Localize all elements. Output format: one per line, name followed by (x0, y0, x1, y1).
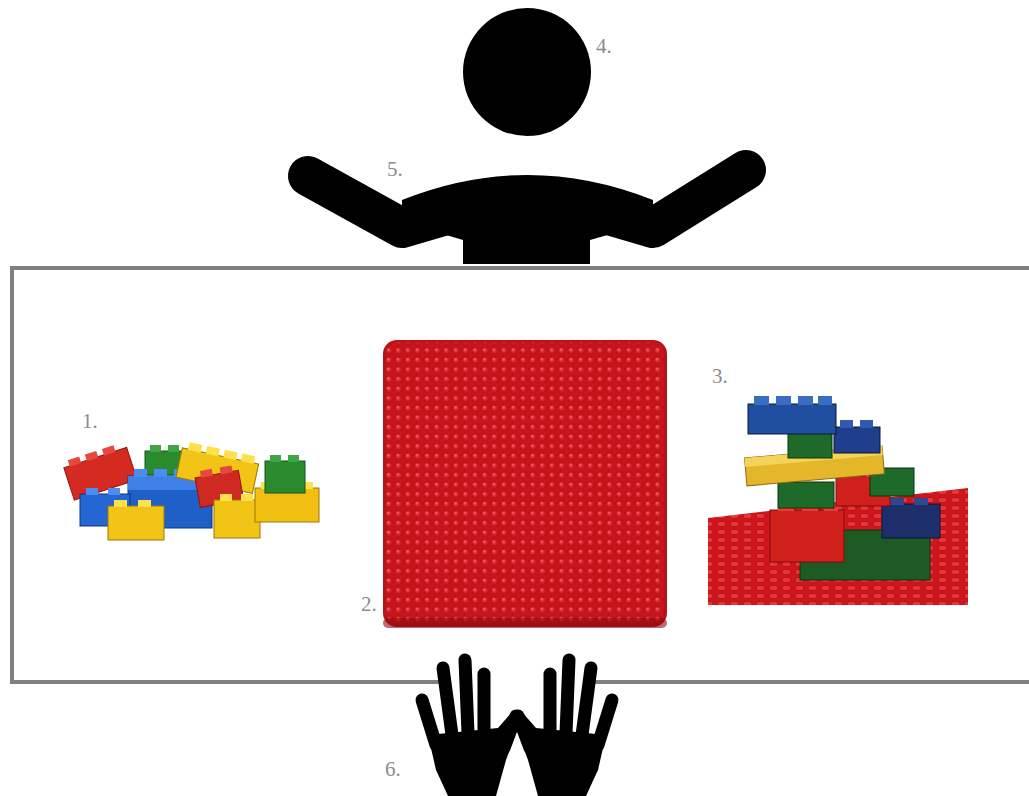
brick (108, 500, 164, 540)
built-model (708, 396, 968, 605)
callout-number: 2. (361, 594, 377, 615)
brick (265, 455, 305, 493)
callout-number: 4. (596, 36, 612, 57)
hand-finger (422, 700, 436, 745)
hand-finger (478, 674, 491, 735)
brick (770, 502, 844, 562)
hand-finger (598, 700, 612, 745)
hand-finger (443, 668, 452, 735)
brick-pile (62, 441, 319, 540)
brick (214, 494, 260, 538)
brick (62, 442, 137, 500)
hand-finger (566, 660, 569, 733)
brick (748, 396, 836, 434)
hand-finger (544, 674, 557, 735)
hand-finger (465, 660, 468, 733)
table-outline (12, 268, 1029, 682)
hand-finger (582, 668, 591, 735)
baseplate-shadow (383, 618, 667, 628)
right-hand (514, 660, 612, 796)
hands (422, 660, 612, 796)
callout-number: 3. (712, 366, 728, 387)
brick (778, 482, 834, 508)
person-head (463, 8, 591, 136)
baseplate (383, 340, 667, 628)
person-figure (308, 8, 746, 264)
baseplate-studs (386, 342, 664, 623)
brick (834, 420, 880, 453)
hand-thumb (518, 716, 530, 748)
callout-number: 1. (82, 411, 98, 432)
baseplate-edge (383, 340, 667, 627)
brick (882, 498, 940, 538)
callout-number: 5. (387, 159, 403, 180)
left-hand (422, 660, 520, 796)
person-torso (402, 175, 653, 264)
callout-number: 6. (385, 759, 401, 780)
